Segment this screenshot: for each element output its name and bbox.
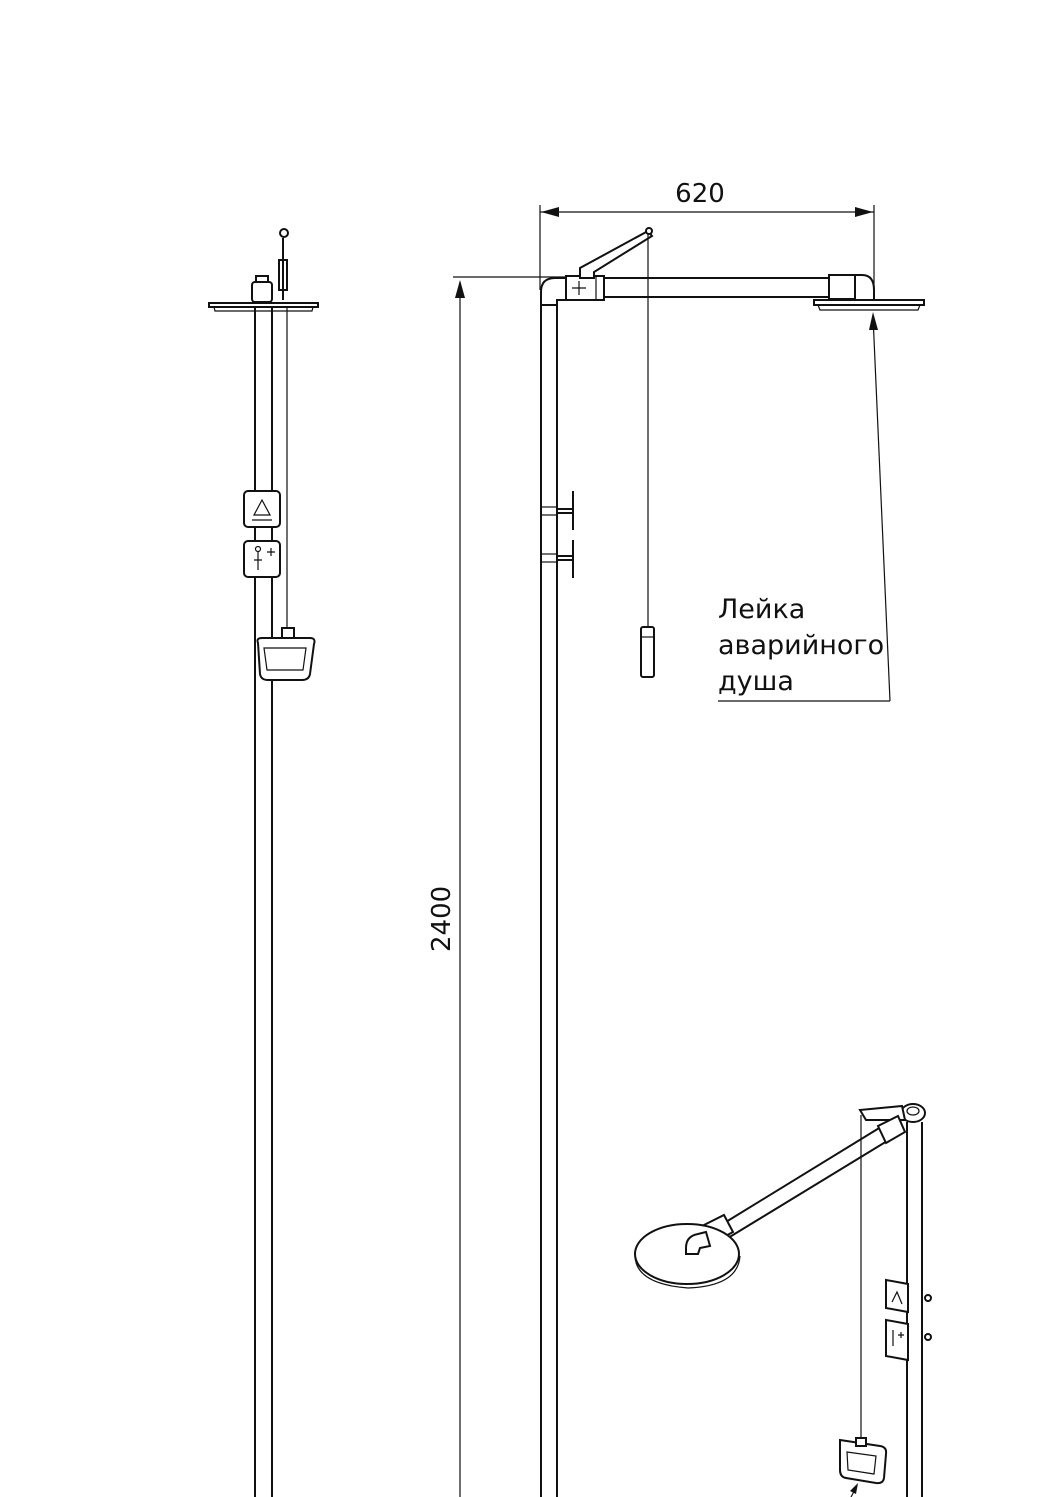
iso-shower-head-rim [634,1255,741,1289]
first-aid-sign-head [254,545,262,553]
iso-lever [858,1104,907,1121]
callout-arrow [869,312,878,330]
iso-arm-top [720,1121,890,1226]
side-shower-head-base [213,306,314,312]
bracket-clamp-lower [540,553,558,563]
right-coupling [828,274,856,300]
iso-shower-sign-icon [891,1290,903,1305]
iso-shower-sign [885,1278,909,1314]
front-shower-head-base [817,304,921,311]
iso-bracket-knob-lower [924,1333,932,1341]
valve-lever [579,229,654,279]
isometric-view [634,1103,932,1497]
first-aid-sign-icon [254,548,275,570]
shower-sign-icon [252,498,272,521]
callout-line-3: душа [718,666,794,697]
iso-arm-bottom [727,1134,898,1239]
sign-bracket-upper [557,491,574,530]
front-shower-head [813,299,925,306]
callout-leader [872,315,891,702]
iso-head-elbow [685,1230,712,1255]
side-view [208,228,319,1497]
width-arrow-right [855,207,873,217]
height-arrow-top [455,280,465,298]
sign-bracket-lower [557,540,574,578]
front-valve-plus [572,281,586,295]
iso-first-aid-sign [885,1318,909,1362]
iso-first-aid-sign-icon [892,1330,904,1346]
callout-line-1: Лейка [718,594,805,625]
iso-leader-arrow [850,1483,858,1494]
side-elbow-top [255,275,269,282]
height-dimension: 2400 [427,276,575,1497]
front-elbow [540,277,567,306]
front-view: 620 [539,179,925,1497]
front-pull-handle [640,626,655,678]
callout: Лейка аварийного душа [718,312,891,702]
first-aid-sign [243,540,281,578]
iso-elbow-opening [906,1106,920,1116]
iso-valve [876,1114,907,1145]
height-label: 2400 [427,886,457,952]
lever-pivot [645,227,653,235]
side-rod-knob [279,228,289,238]
side-shower-head [208,302,319,308]
iso-handle-clip [855,1437,867,1447]
side-valve-lever [278,259,288,291]
callout-line-2: аварийного [718,630,884,661]
right-elbow [854,274,875,301]
width-arrow-left [541,207,559,217]
pull-handle-inner [263,647,307,671]
iso-pull-handle-inner [846,1451,877,1475]
side-elbow [251,281,273,303]
width-label: 620 [675,179,725,209]
bracket-clamp-upper [540,506,558,516]
emergency-shower-sign [243,490,281,528]
iso-bracket-knob-upper [924,1294,932,1302]
